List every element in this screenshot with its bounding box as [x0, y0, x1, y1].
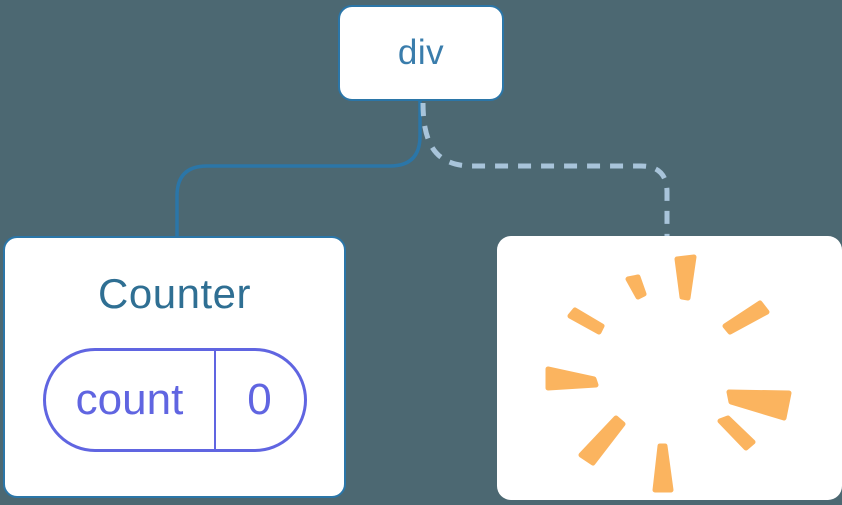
node-counter-title: Counter [98, 270, 251, 317]
poof-icon [545, 254, 792, 493]
node-div: div [338, 5, 504, 101]
poof-ray [722, 300, 770, 335]
node-div-label: div [397, 33, 445, 72]
node-removed [497, 236, 842, 500]
state-value-label: 0 [247, 375, 272, 424]
poof-ray [717, 415, 756, 451]
edge-div-to-counter [175, 101, 422, 237]
poof-ray [567, 307, 605, 335]
edge-div-to-removed [420, 102, 670, 236]
poof-ray [674, 254, 697, 301]
state-pill: count 0 [42, 348, 307, 452]
poof-ray [625, 274, 647, 300]
node-counter: Counter count 0 [3, 236, 346, 498]
poof-ray [652, 443, 674, 493]
poof-ray [545, 366, 599, 391]
state-key-label: count [46, 351, 216, 449]
poof-ray [726, 389, 792, 421]
poof-ray [578, 415, 626, 466]
